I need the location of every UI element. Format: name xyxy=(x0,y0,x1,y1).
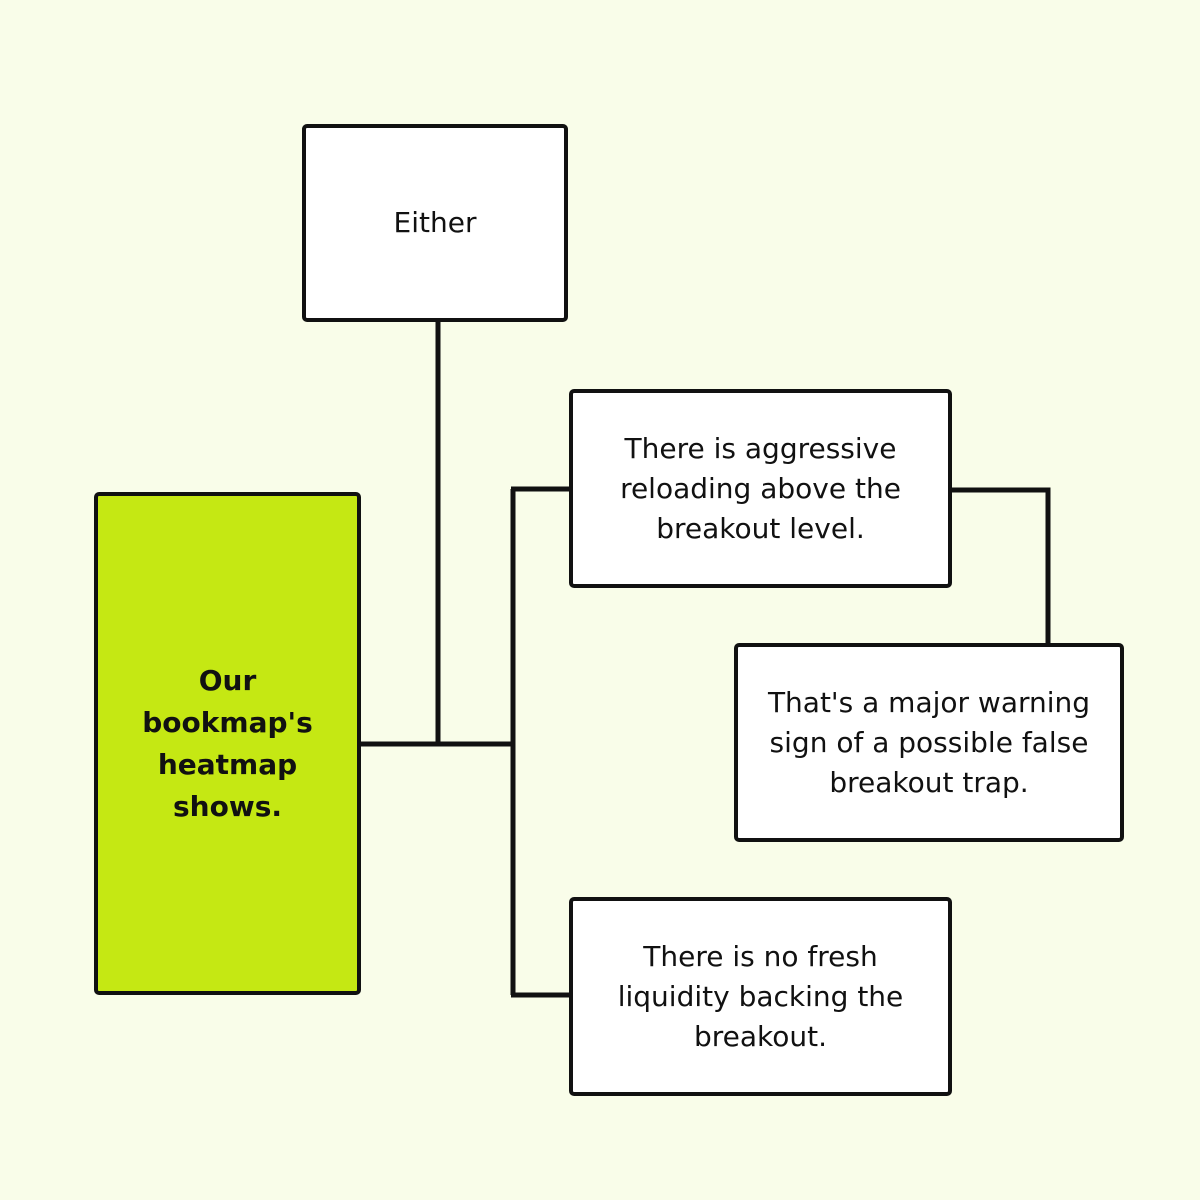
false-breakout-warning-label: That's a major warning sign of a possibl… xyxy=(767,685,1091,799)
either-label: Either xyxy=(393,206,477,239)
either-box: Either xyxy=(302,124,568,322)
false-breakout-warning-box: That's a major warning sign of a possibl… xyxy=(734,643,1124,842)
heatmap-source-box: Our bookmap's heatmap shows. xyxy=(94,492,361,995)
no-fresh-liquidity-label: There is no fresh liquidity backing the … xyxy=(617,939,904,1053)
heatmap-source-label: Our bookmap's heatmap shows. xyxy=(142,663,313,823)
aggressive-reloading-box: There is aggressive reloading above the … xyxy=(569,389,952,588)
no-fresh-liquidity-box: There is no fresh liquidity backing the … xyxy=(569,897,952,1096)
aggressive-reloading-label: There is aggressive reloading above the … xyxy=(620,431,901,545)
connector-reload-to-warning xyxy=(952,487,1051,643)
